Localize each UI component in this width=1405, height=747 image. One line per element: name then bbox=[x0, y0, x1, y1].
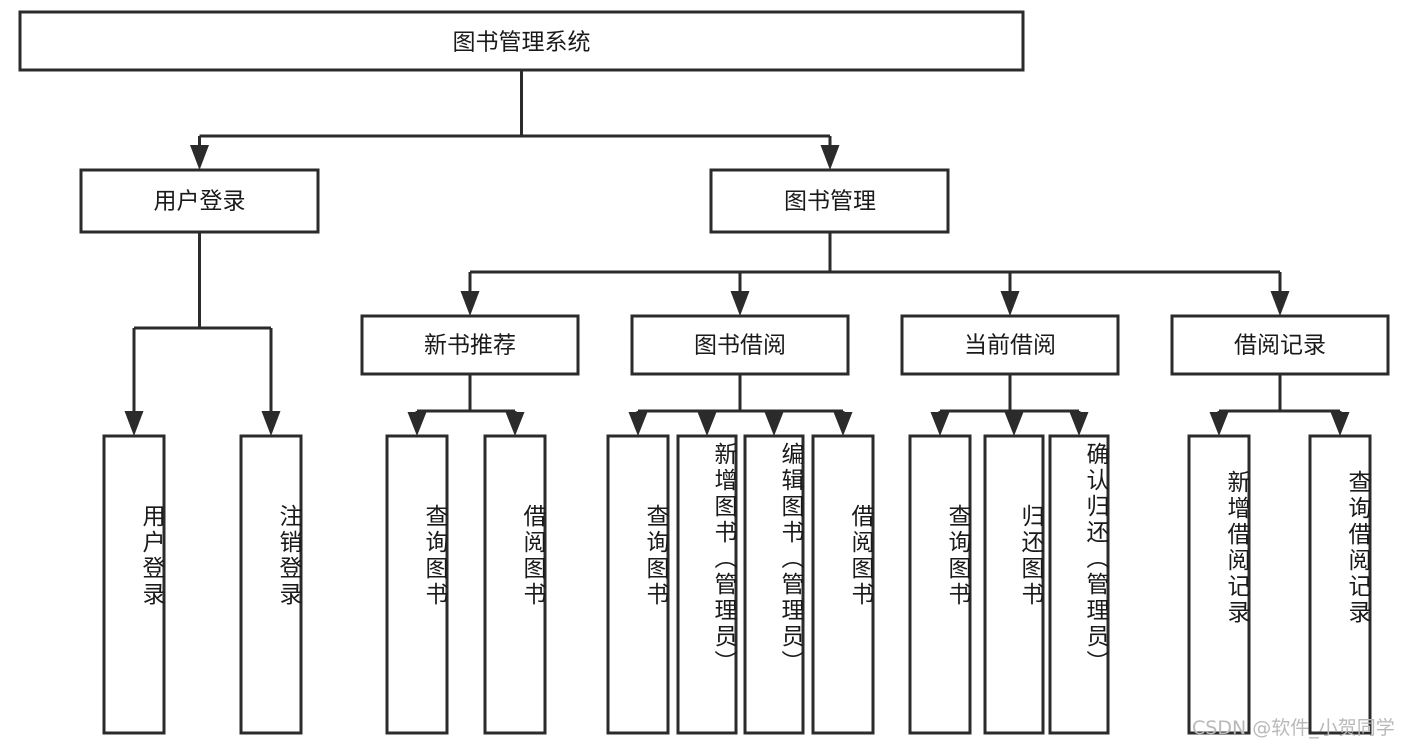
edge-root-to-level2 bbox=[190, 70, 840, 170]
edge-book-borrow-to-leaves bbox=[628, 374, 853, 436]
csdn-watermark: CSDN @软件_小贺同学 bbox=[1192, 717, 1395, 739]
edge-book-management-to-level3 bbox=[460, 232, 1290, 316]
node-book-borrow-box[interactable] bbox=[630, 314, 850, 376]
leaf-box-user-login[interactable] bbox=[102, 434, 166, 735]
leaf-box-add-book-admin[interactable] bbox=[676, 434, 738, 735]
node-new-book-recommend-label: 新书推荐 bbox=[424, 333, 516, 359]
leaf-box-query-book-1[interactable] bbox=[385, 434, 449, 735]
leaf-boxes-group bbox=[102, 434, 1372, 735]
node-borrow-record[interactable]: 借阅记录 bbox=[1170, 314, 1390, 376]
node-current-borrow-label: 当前借阅 bbox=[964, 333, 1056, 359]
leaf-box-borrow-book-1[interactable] bbox=[483, 434, 547, 735]
node-book-management[interactable]: 图书管理 bbox=[709, 168, 950, 234]
edge-user-login-to-leaves bbox=[124, 232, 281, 436]
leaf-box-query-book-2[interactable] bbox=[606, 434, 670, 735]
leaf-box-borrow-book-2[interactable] bbox=[811, 434, 875, 735]
edge-borrow-record-to-leaves bbox=[1209, 374, 1350, 436]
leaf-box-return-book[interactable] bbox=[983, 434, 1045, 735]
node-borrow-record-box[interactable] bbox=[1170, 314, 1390, 376]
edge-current-borrow-to-leaves bbox=[930, 374, 1089, 436]
node-current-borrow[interactable]: 当前借阅 bbox=[900, 314, 1120, 376]
node-book-management-label: 图书管理 bbox=[784, 189, 876, 215]
node-new-book-recommend-box[interactable] bbox=[360, 314, 580, 376]
leaf-box-query-book-3[interactable] bbox=[908, 434, 972, 735]
leaf-box-add-borrow-record[interactable] bbox=[1187, 434, 1251, 735]
node-user-login[interactable]: 用户登录 bbox=[79, 168, 320, 234]
node-user-login-label: 用户登录 bbox=[154, 189, 246, 215]
node-book-borrow[interactable]: 图书借阅 bbox=[630, 314, 850, 376]
edge-new-book-recommend-to-leaves bbox=[407, 374, 525, 436]
node-current-borrow-box[interactable] bbox=[900, 314, 1120, 376]
node-book-management-box[interactable] bbox=[709, 168, 950, 234]
node-borrow-record-label: 借阅记录 bbox=[1234, 333, 1326, 359]
node-user-login-box[interactable] bbox=[79, 168, 320, 234]
node-root-box[interactable] bbox=[18, 10, 1025, 72]
node-new-book-recommend[interactable]: 新书推荐 bbox=[360, 314, 580, 376]
node-root-label: 图书管理系统 bbox=[453, 30, 591, 56]
node-book-borrow-label: 图书借阅 bbox=[694, 333, 786, 359]
leaf-box-confirm-return-admin[interactable] bbox=[1048, 434, 1110, 735]
node-root[interactable]: 图书管理系统 bbox=[18, 10, 1025, 72]
leaf-box-query-borrow-record[interactable] bbox=[1308, 434, 1372, 735]
leaf-box-logout-login[interactable] bbox=[239, 434, 303, 735]
leaf-box-edit-book-admin[interactable] bbox=[743, 434, 805, 735]
